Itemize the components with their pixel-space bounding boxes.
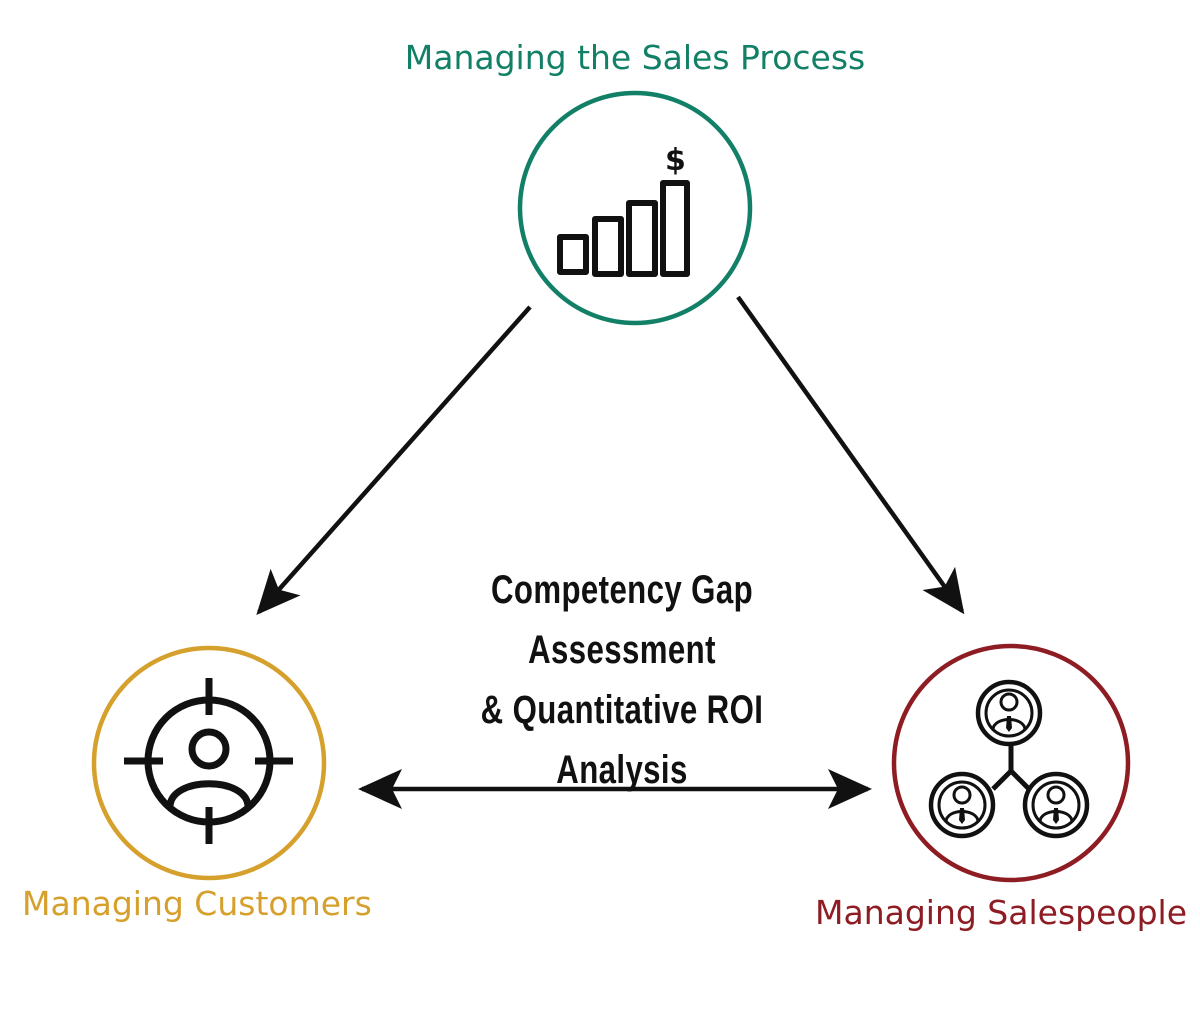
node-circle-right bbox=[891, 643, 1131, 883]
node-circle-top bbox=[517, 90, 753, 326]
dollar-sign-icon: $ bbox=[665, 143, 686, 178]
node-title-customers: Managing Customers bbox=[22, 884, 372, 923]
node-circle-left bbox=[91, 645, 327, 881]
arrow-top-to-left bbox=[256, 305, 532, 615]
node-title-salespeople: Managing Salespeople bbox=[815, 893, 1187, 932]
target-person-icon bbox=[124, 678, 293, 844]
center-caption-line-1: Competency Gap Assessment bbox=[490, 568, 754, 672]
people-network-icon bbox=[928, 679, 1090, 839]
bar-chart-dollar-icon bbox=[557, 180, 690, 277]
center-caption-line-2: & Quantitative ROI Analysis bbox=[480, 688, 764, 792]
node-title-sales-process: Managing the Sales Process bbox=[404, 38, 866, 77]
arrow-top-to-right bbox=[736, 295, 965, 615]
center-caption: Competency Gap Assessment & Quantitative… bbox=[427, 560, 817, 800]
